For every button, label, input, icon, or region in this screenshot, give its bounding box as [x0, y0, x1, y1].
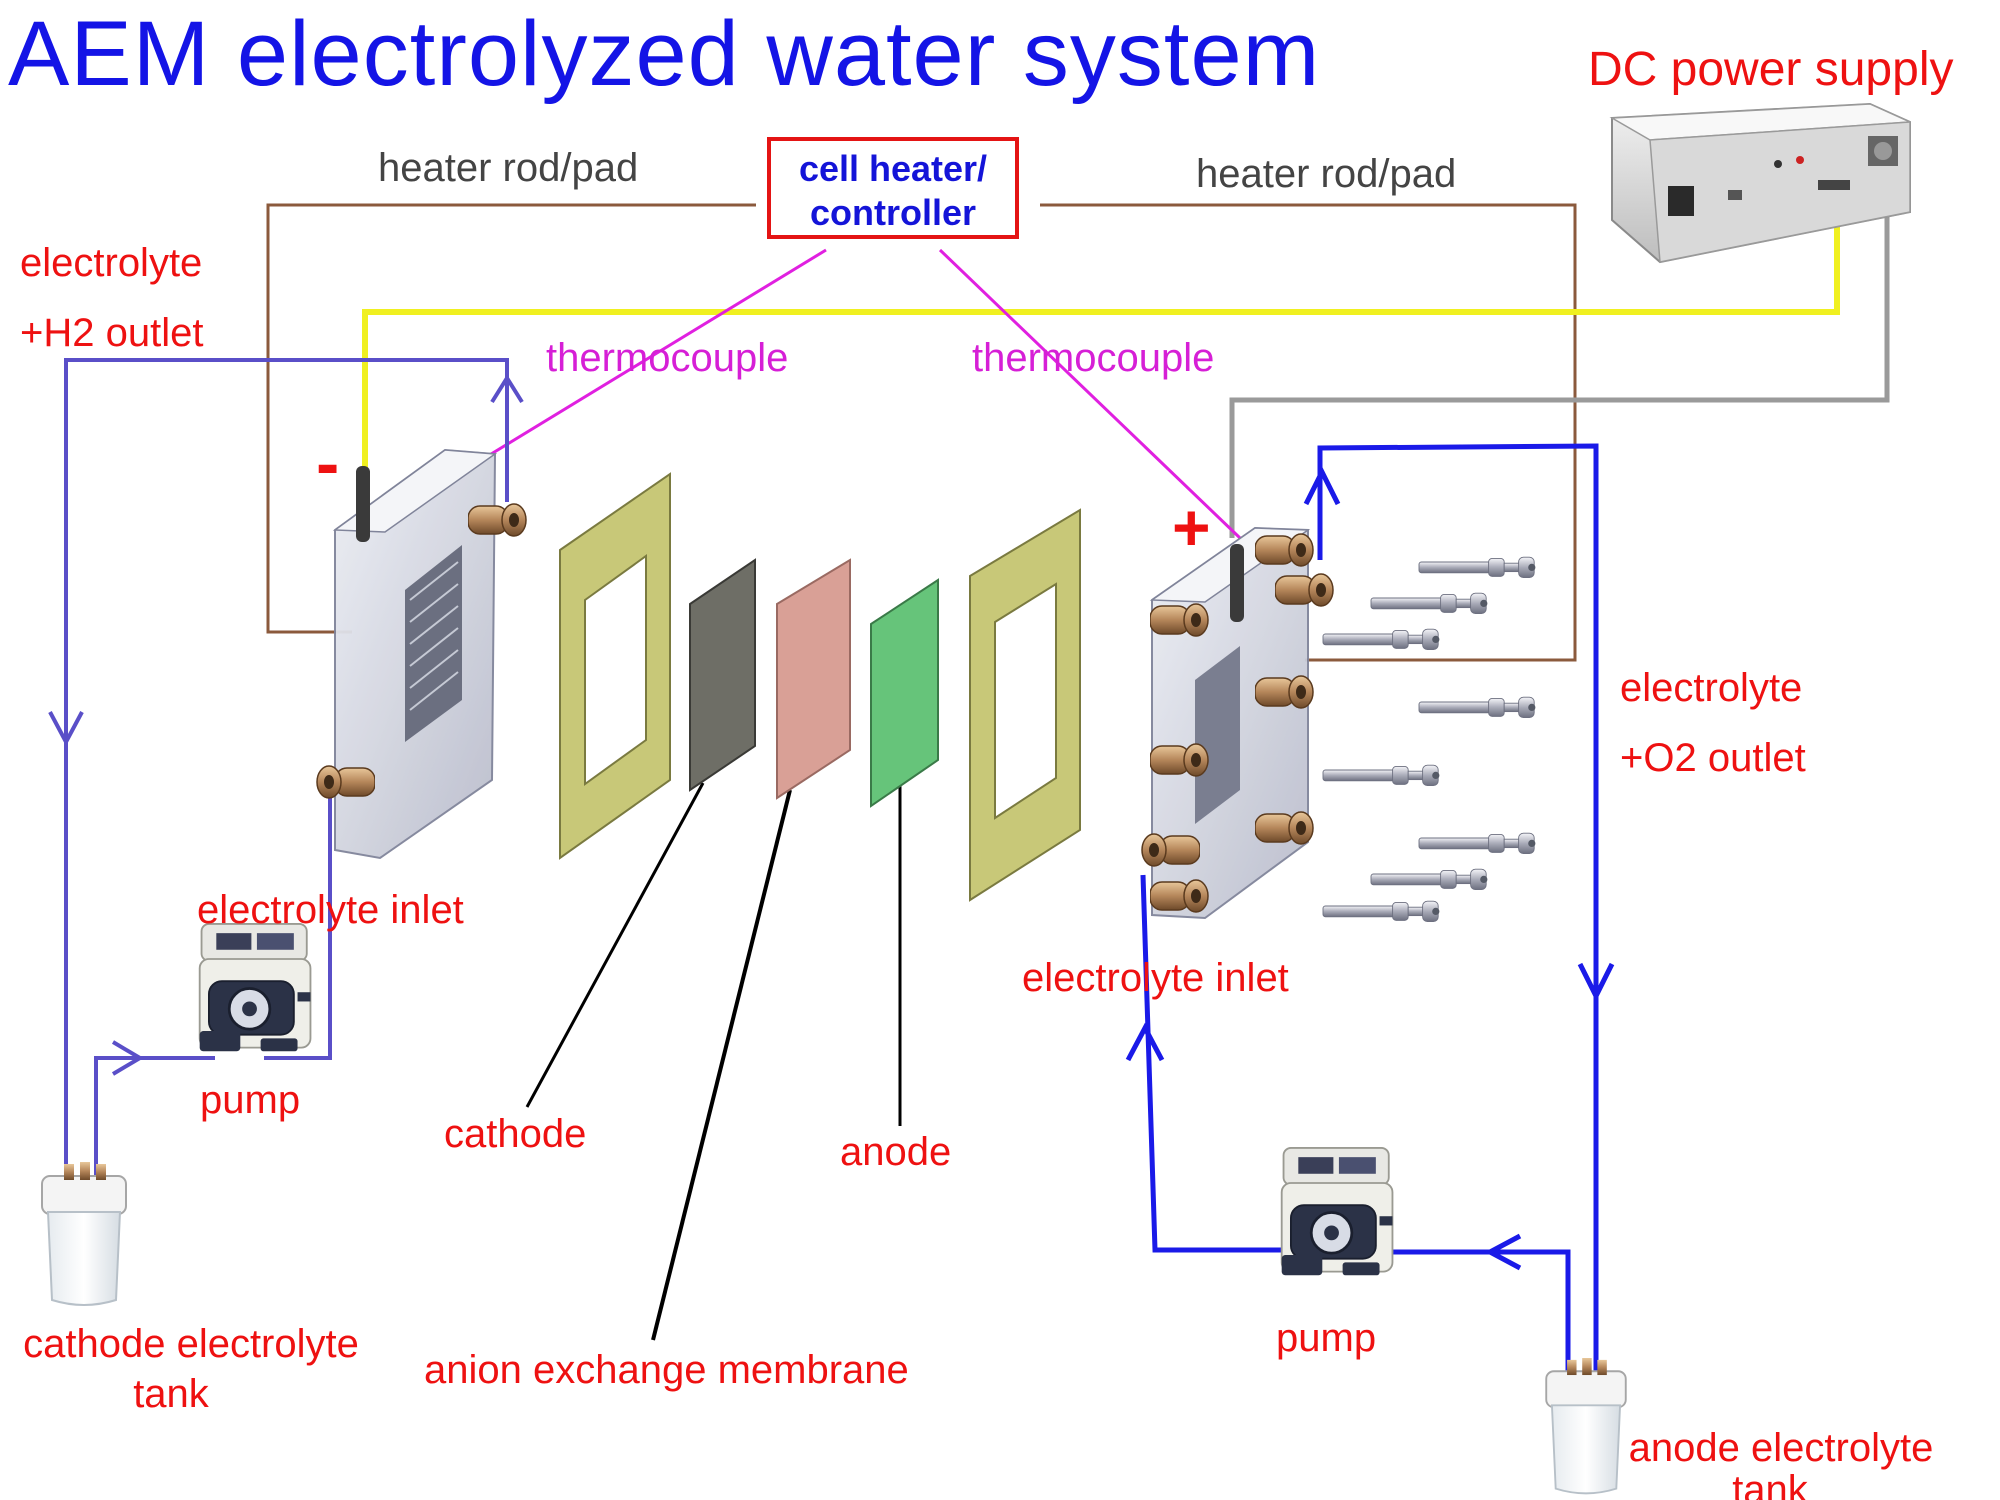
anode-end-plate-icon	[1141, 526, 1334, 920]
electrolyte-inlet-label-right: electrolyte inlet	[1022, 956, 1289, 1000]
page-title: AEM electrolyzed water system	[8, 3, 1321, 105]
thermocouple-wire-right	[938, 248, 1242, 540]
anode-label: anode	[840, 1130, 952, 1174]
thermocouple-label-left: thermocouple	[546, 336, 789, 380]
thermocouple-wire-left	[431, 248, 827, 492]
controller-label-line1: cell heater/	[798, 148, 988, 189]
heater-wire-left	[266, 203, 756, 634]
heater-wire-right	[1040, 203, 1577, 662]
anode-electrolyte-loop	[1125, 443, 1615, 1410]
membrane-leader	[651, 789, 792, 1341]
electrolyte-h2-label-line1: electrolyte	[20, 241, 203, 285]
dc-power-supply-icon	[1609, 102, 1911, 264]
positive-power-wire	[1229, 168, 1890, 538]
peristaltic-pump-icon	[198, 922, 312, 1053]
electrolyte-tank-icon	[41, 1162, 127, 1306]
anode-plus-sign: +	[1172, 490, 1211, 564]
cathode-sheet	[689, 558, 756, 792]
membrane-label: anion exchange membrane	[424, 1348, 909, 1392]
heater-label-left: heater rod/pad	[378, 146, 639, 190]
pump-label-left: pump	[200, 1078, 301, 1122]
anode-sheet	[870, 578, 939, 808]
negative-power-wire	[362, 212, 1840, 470]
controller-label-line2: controller	[809, 192, 977, 233]
cathode-label: cathode	[444, 1112, 587, 1156]
electrolyte-h2-label-line2: +H2 outlet	[20, 311, 204, 355]
bolt-icon	[1322, 556, 1536, 923]
peristaltic-pump-icon	[1280, 1146, 1394, 1277]
dc-power-supply-label: DC power supply	[1588, 43, 1954, 96]
thermocouple-label-right: thermocouple	[972, 336, 1215, 380]
gasket-icon	[559, 472, 671, 860]
cell-heater-controller-box: cell heater/ controller	[767, 137, 1019, 239]
cathode-tank-label-line1: cathode electrolyte	[23, 1322, 359, 1366]
cathode-leader	[525, 782, 705, 1108]
anode-tank-label-line2: tank	[1732, 1468, 1808, 1500]
anode-tank-label-line1: anode electrolyte	[1628, 1426, 1934, 1470]
cathode-minus-sign: -	[316, 424, 340, 502]
cathode-tank-label-line2: tank	[133, 1372, 209, 1416]
pump-label-right: pump	[1276, 1316, 1377, 1360]
heater-label-right: heater rod/pad	[1196, 152, 1457, 196]
electrolyte-o2-label-line1: electrolyte	[1620, 666, 1803, 710]
gasket-icon	[969, 508, 1081, 902]
electrolyte-inlet-label-left: electrolyte inlet	[197, 888, 464, 932]
electrolyte-o2-label-line2: +O2 outlet	[1620, 736, 1806, 780]
membrane-sheet	[776, 558, 851, 800]
cathode-end-plate-icon	[316, 448, 527, 860]
